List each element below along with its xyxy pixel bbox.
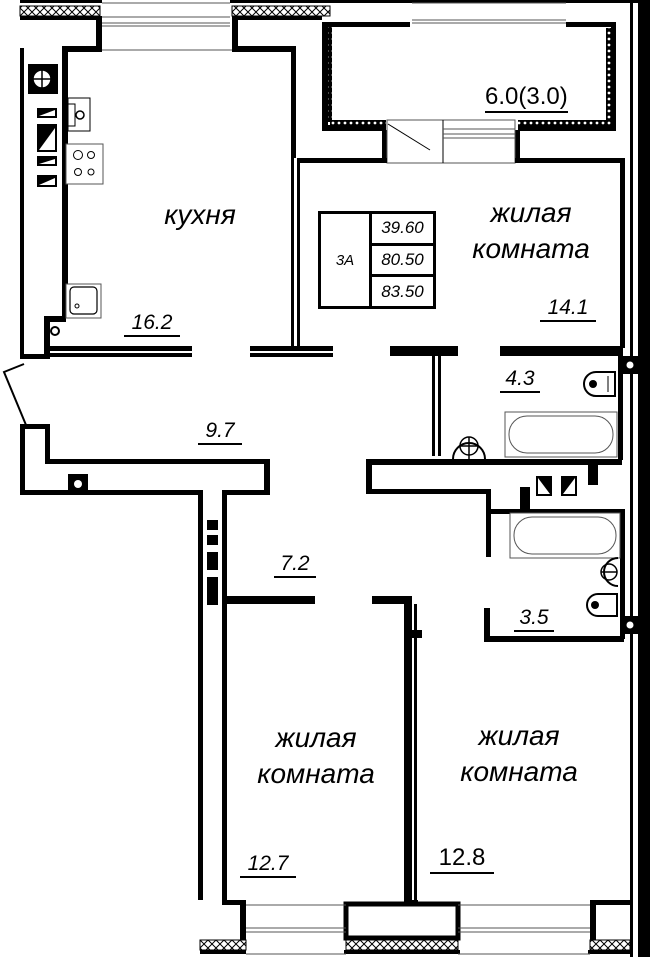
corridor-area: 7.2 xyxy=(274,553,316,578)
toilet-icon xyxy=(586,593,618,617)
balcony-area-label: 6.0(3.0) xyxy=(485,85,568,113)
shaft-walls xyxy=(20,474,422,906)
bathroom-2-area: 3.5 xyxy=(514,607,554,632)
bathroom-2-fixtures xyxy=(484,512,638,642)
entrance-door xyxy=(2,363,270,494)
room-name-line1: жилая xyxy=(478,720,560,751)
apartment-type: 3A xyxy=(321,214,372,306)
top-facade xyxy=(19,0,650,51)
living-room-bottom-right-name: жилая комната xyxy=(435,718,603,790)
room-name-line2: комната xyxy=(460,756,578,787)
kitchen-walls xyxy=(20,16,333,359)
room-name-line1: жилая xyxy=(490,197,572,228)
room-name-line2: комната xyxy=(472,233,590,264)
bottom-facade xyxy=(199,900,631,955)
room-name-line2: комната xyxy=(257,758,375,789)
living-area-value: 39.60 xyxy=(381,218,424,238)
living-room-top-right-walls xyxy=(300,0,650,957)
bathroom-1-area: 4.3 xyxy=(500,368,540,393)
kitchen-fixtures xyxy=(28,64,104,336)
sink-icon xyxy=(452,436,486,460)
bathtub-icon xyxy=(509,512,621,559)
kitchen-sink-icon xyxy=(65,283,102,319)
sink-icon xyxy=(600,557,619,587)
corridor-walls xyxy=(366,459,625,639)
hallway-area: 9.7 xyxy=(198,420,242,445)
total-area-value: 80.50 xyxy=(372,242,433,275)
room-name-line1: жилая xyxy=(275,722,357,753)
bathroom-1-fixtures xyxy=(452,348,638,460)
living-room-top-right-area: 14.1 xyxy=(540,297,596,322)
stove-icon xyxy=(65,143,104,185)
balcony xyxy=(322,2,616,164)
living-room-top-right-name: жилая комната xyxy=(450,195,612,267)
living-room-bottom-right-area: 12.8 xyxy=(430,846,494,874)
kitchen-window xyxy=(102,2,232,51)
toilet-icon xyxy=(583,371,616,397)
bathtub-icon xyxy=(504,411,618,458)
living-room-bottom-left-area: 12.7 xyxy=(240,853,296,878)
kitchen-area: 16.2 xyxy=(124,312,180,337)
kitchen-name: кухня xyxy=(164,199,236,230)
living-room-bottom-left-name: жилая комната xyxy=(232,720,400,792)
total-area-with-balcony-value: 83.50 xyxy=(372,274,433,306)
apartment-summary-table: 3A 39.60 80.50 83.50 xyxy=(318,211,436,309)
